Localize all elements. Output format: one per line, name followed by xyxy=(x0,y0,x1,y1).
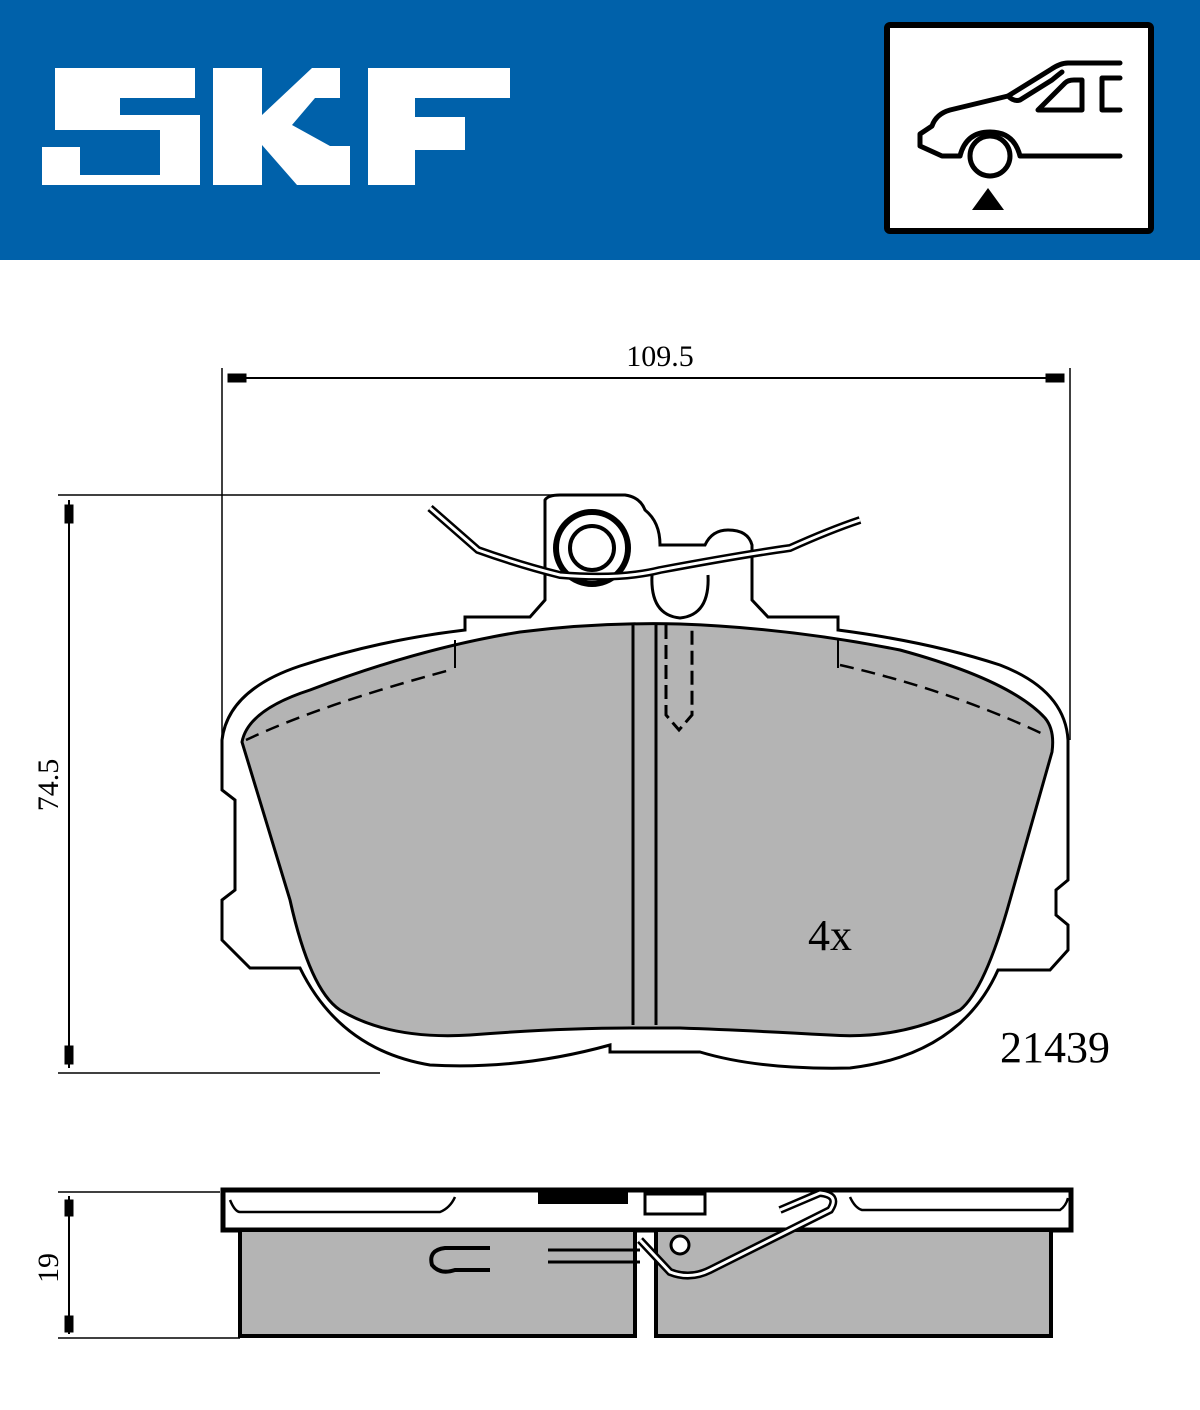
side-view xyxy=(220,1187,1074,1338)
thickness-dimension xyxy=(58,1191,240,1339)
wear-line xyxy=(245,663,1046,742)
quantity-label: 4x xyxy=(808,911,852,960)
friction-material xyxy=(240,622,1055,1038)
height-dimension xyxy=(58,494,560,1074)
thickness-dimension-label: 19 xyxy=(32,1253,65,1283)
width-dimension xyxy=(221,368,1071,740)
brand-header: SKF xyxy=(0,0,1200,260)
center-slot xyxy=(631,625,658,1025)
width-dimension-label: 109.5 xyxy=(626,340,694,373)
part-number: 21439 xyxy=(1000,1023,1110,1072)
brake-pad-technical-drawing: 109.5 74.5 4x 21439 19 xyxy=(32,340,1110,1339)
lift-point-icon xyxy=(972,188,1004,210)
wear-sensor xyxy=(427,504,862,733)
front-axle-position-icon xyxy=(884,22,1154,234)
height-dimension-label: 74.5 xyxy=(32,759,65,812)
car-front-wheel-icon xyxy=(917,60,1123,210)
skf-logo: SKF xyxy=(42,68,510,185)
